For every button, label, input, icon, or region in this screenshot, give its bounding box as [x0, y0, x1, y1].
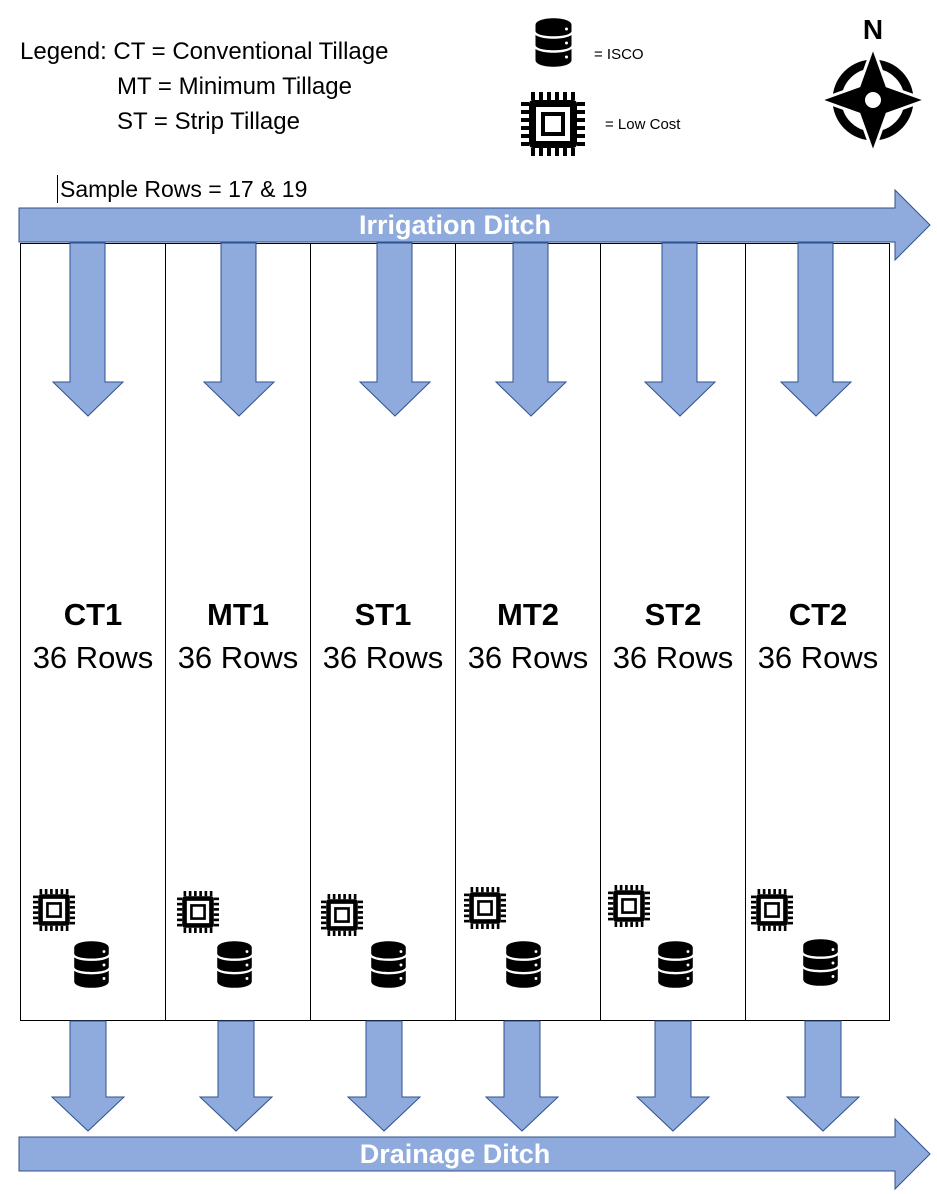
inflow-arrow-ct1 — [51, 242, 125, 417]
chip-icon — [751, 889, 793, 931]
database-icon — [803, 939, 838, 986]
isco-key-label: = ISCO — [594, 46, 644, 63]
chip-icon — [177, 891, 219, 933]
inflow-arrow-mt2 — [494, 242, 568, 417]
plot-rows-mt2: 36 Rows — [467, 640, 589, 675]
database-icon — [217, 941, 252, 988]
plot-name-st1: ST1 — [354, 597, 412, 632]
north-label: N — [862, 14, 884, 45]
database-icon — [506, 941, 541, 988]
plot-name-st2: ST2 — [644, 597, 702, 632]
outflow-arrow-st2 — [635, 1020, 711, 1132]
chip-icon — [464, 887, 506, 929]
database-icon — [658, 941, 693, 988]
sample-rows-note: Sample Rows = 17 & 19 — [57, 175, 307, 203]
plot-name-ct2: CT2 — [788, 597, 848, 632]
legend-line-mt: MT = Minimum Tillage — [117, 73, 352, 100]
drainage-ditch-arrow — [18, 1117, 931, 1191]
inflow-arrow-st2 — [643, 242, 717, 417]
outflow-arrow-mt2 — [484, 1020, 560, 1132]
plot-rows-mt1: 36 Rows — [177, 640, 299, 675]
inflow-arrow-ct2 — [779, 242, 853, 417]
legend-line-st: ST = Strip Tillage — [117, 108, 300, 135]
inflow-arrows — [51, 242, 853, 417]
irrigation-ditch-label: Irrigation Ditch — [358, 210, 551, 240]
outflow-arrows — [50, 1020, 861, 1132]
outflow-arrow-mt1 — [198, 1020, 274, 1132]
outflow-arrow-ct1 — [50, 1020, 126, 1132]
irrigation-ditch-arrow — [18, 188, 931, 262]
plot-rows-ct2: 36 Rows — [757, 640, 879, 675]
plot-name-mt2: MT2 — [497, 597, 559, 632]
chip-icon — [521, 92, 585, 156]
plot-rows-st2: 36 Rows — [612, 640, 734, 675]
plot-name-ct1: CT1 — [63, 597, 123, 632]
plot-name-mt1: MT1 — [207, 597, 269, 632]
plot-rows-ct1: 36 Rows — [32, 640, 154, 675]
database-icon — [371, 941, 406, 988]
inflow-arrow-st1 — [358, 242, 432, 417]
database-icon — [74, 941, 109, 988]
low-cost-key-label: = Low Cost — [605, 116, 681, 133]
outflow-arrow-ct2 — [785, 1020, 861, 1132]
drainage-ditch-label: Drainage Ditch — [359, 1139, 551, 1169]
plot-rows-st1: 36 Rows — [322, 640, 444, 675]
compass-icon — [815, 42, 931, 158]
chip-icon — [608, 885, 650, 927]
chip-icon — [321, 894, 363, 936]
outflow-arrow-st1 — [346, 1020, 422, 1132]
legend-line-ct: Legend: CT = Conventional Tillage — [20, 38, 389, 65]
inflow-arrow-mt1 — [202, 242, 276, 417]
chip-icon — [33, 889, 75, 931]
database-icon — [535, 18, 572, 67]
